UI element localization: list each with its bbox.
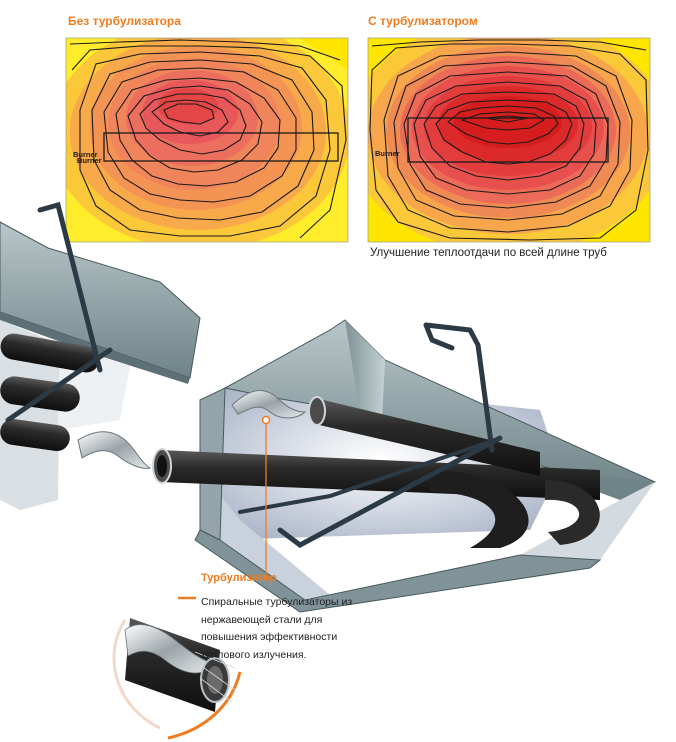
callout-title: Турбулизатор — [201, 572, 277, 584]
callout-text: Спиральные турбулизаторы из нержавеющей … — [201, 596, 353, 661]
left-panel-title: Без турбулизатора — [68, 14, 181, 28]
right-panel-title: С турбулизатором — [368, 14, 478, 28]
callout-pointer-dot — [261, 415, 271, 425]
heater-illustration — [0, 201, 657, 740]
left-burner-label-1: Burner — [73, 150, 98, 159]
right-heatmap: Burner — [368, 38, 650, 242]
left-burner-label-2: Burner — [77, 156, 102, 165]
right-burner-label: Burner — [375, 149, 400, 158]
left-heatmap: Burner Burner — [66, 38, 348, 242]
right-panel-caption: Улучшение теплоотдачи по всей длине труб — [370, 247, 607, 259]
